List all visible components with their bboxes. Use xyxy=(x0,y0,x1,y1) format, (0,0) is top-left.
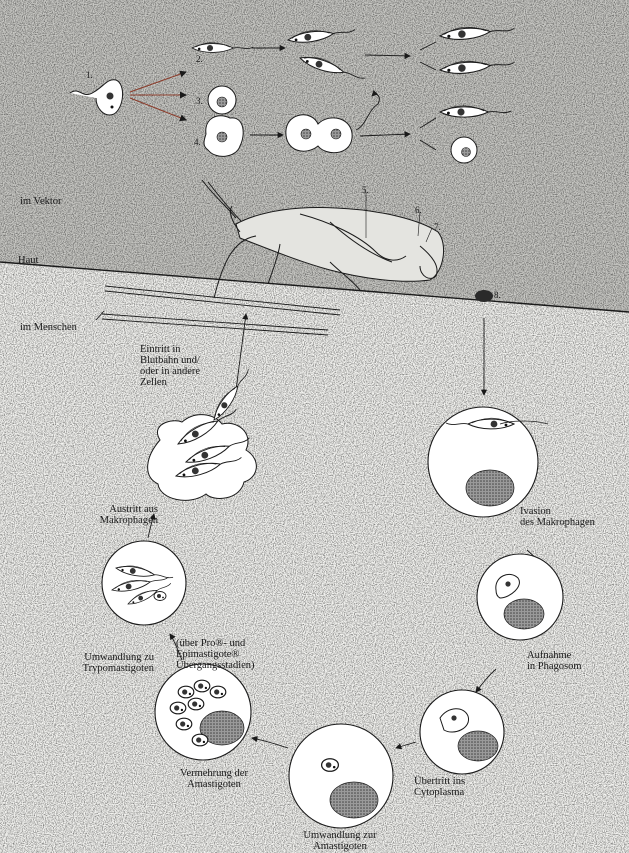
label-exit: Austritt aus Makrophagen xyxy=(64,504,158,526)
stage-number-4: 4. xyxy=(194,137,201,147)
label-to-trypomastigote-line-1: Umwandlung zu xyxy=(44,652,154,663)
label-cytoplasm-line-2: Cytoplasma xyxy=(414,787,465,798)
label-to-trypomastigote: Umwandlung zu Trypomastigoten xyxy=(44,652,154,674)
label-multiplication: Vermehrung der Amastigoten xyxy=(164,768,264,790)
stage-number-3: 3. xyxy=(196,96,203,106)
label-intermediate-stages: (über Pro®- und Epimastigote® Übergangss… xyxy=(176,638,255,671)
label-cytoplasm: Übertritt ins Cytoplasma xyxy=(414,776,465,798)
label-intermediate-line-3: Übergangsstadien) xyxy=(176,660,255,671)
label-entry-line-4: Zellen xyxy=(140,377,200,388)
stage-number-7: 7. xyxy=(434,222,441,232)
label-cytoplasm-line-1: Übertritt ins xyxy=(414,776,465,787)
region-label-human: im Menschen xyxy=(20,322,77,333)
stage-number-5: 5. xyxy=(362,185,369,195)
label-uptake-line-2: in Phagosom xyxy=(527,661,582,672)
label-invasion-line-1: Ivasion xyxy=(520,506,595,517)
label-invasion: Ivasion des Makrophagen xyxy=(520,506,595,528)
label-invasion-line-2: des Makrophagen xyxy=(520,517,595,528)
label-exit-line-1: Austritt aus xyxy=(64,504,158,515)
label-intermediate-line-2: Epimastigote® xyxy=(176,649,255,660)
label-to-amastigote-line-1: Umwandlung zur xyxy=(290,830,390,841)
stage-number-8: 8. xyxy=(494,290,501,300)
region-label-vector: im Vektor xyxy=(20,196,62,207)
label-multiplication-line-2: Amastigoten xyxy=(164,779,264,790)
stage-number-2: 2. xyxy=(196,54,203,64)
label-to-trypomastigote-line-2: Trypomastigoten xyxy=(44,663,154,674)
label-entry-line-3: oder in andere xyxy=(140,366,200,377)
label-uptake-line-1: Aufnahme xyxy=(527,650,582,661)
label-exit-line-2: Makrophagen xyxy=(64,515,158,526)
label-intermediate-line-1: (über Pro®- und xyxy=(176,638,255,649)
label-entry-line-2: Blutbahn und/ xyxy=(140,355,200,366)
stage-number-6: 6. xyxy=(415,205,422,215)
label-to-amastigote-line-2: Amastigoten xyxy=(290,841,390,852)
label-multiplication-line-1: Vermehrung der xyxy=(164,768,264,779)
stage-number-1: 1. xyxy=(86,70,93,80)
label-entry: Eintritt in Blutbahn und/ oder in andere… xyxy=(140,344,200,388)
label-to-amastigote: Umwandlung zur Amastigoten xyxy=(290,830,390,852)
label-entry-line-1: Eintritt in xyxy=(140,344,200,355)
region-label-skin: Haut xyxy=(18,255,38,266)
label-uptake: Aufnahme in Phagosom xyxy=(527,650,582,672)
